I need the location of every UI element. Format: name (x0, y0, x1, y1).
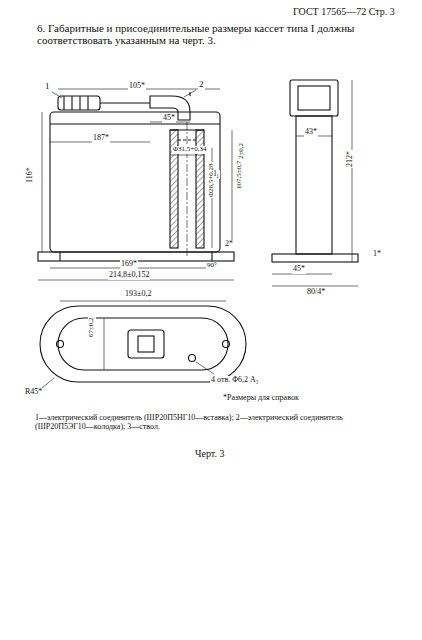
figure-caption: Черт. 3 (195, 448, 224, 459)
page-header: ГОСТ 17565—72 Стр. 3 (292, 6, 396, 17)
dimension-label: Φ26,5+0,28 (208, 162, 216, 198)
dimension-label: 90° (206, 262, 218, 270)
dimension-label: 2±0,2 (238, 142, 246, 160)
dimension-label: 45* (162, 114, 176, 123)
dimension-label: R45* (24, 388, 43, 397)
dimension-label: 80/4* (306, 288, 326, 297)
dimension-label: l₁ (213, 170, 220, 179)
legend-text: 1—электрический соединитель (ШР20П5НГ10—… (34, 414, 396, 432)
note-label: 4 отв. Φ6,2 A₃ (210, 376, 260, 385)
dimension-label: 187* (92, 134, 110, 143)
dimension-label: 67±0,2 (88, 316, 96, 338)
note-label: *Размеры для справок (222, 394, 300, 403)
dimension-label: 214,8±0,152 (108, 271, 150, 280)
dimension-label: 43* (304, 128, 318, 137)
callout-number: 1 (44, 82, 51, 92)
dimension-label: 2* (224, 240, 234, 249)
dimension-label: 45* (292, 265, 306, 274)
dimension-label: 107,5±0,7 (236, 160, 244, 190)
dimension-label: 116* (26, 166, 35, 184)
dimension-label: 105* (128, 82, 146, 91)
dimension-label: 212* (346, 150, 355, 168)
dimension-label: 193±0,2 (124, 290, 152, 299)
callout-number: 2 (198, 80, 205, 90)
dimension-label: 1* (372, 250, 382, 259)
dimension-label: 169* (120, 260, 138, 269)
paragraph: 6. Габаритные и присоединительные размер… (36, 22, 398, 46)
dimension-label: Φ31,5+0,34 (172, 146, 208, 154)
